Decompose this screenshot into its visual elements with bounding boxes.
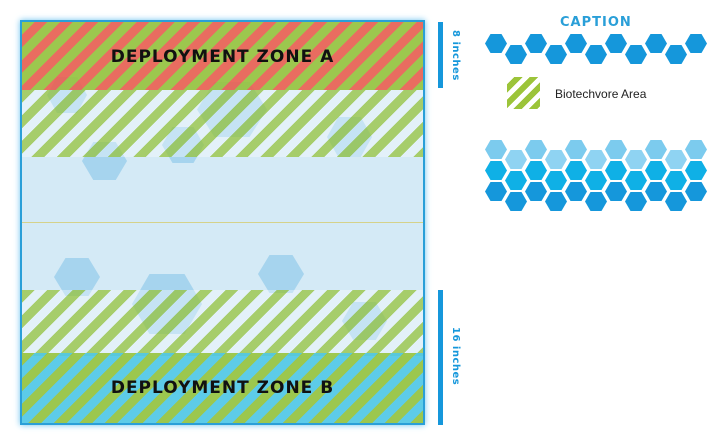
hex-tile bbox=[685, 34, 707, 53]
hex-tile bbox=[685, 182, 707, 201]
hex-tile bbox=[485, 34, 507, 53]
hex-tile bbox=[545, 192, 567, 211]
hex-tile bbox=[525, 140, 547, 159]
hex-tile bbox=[645, 140, 667, 159]
hex-tile bbox=[565, 182, 587, 201]
hex-tile bbox=[665, 192, 687, 211]
measure-label-bottom: 16 inches bbox=[450, 327, 461, 386]
zone-b-label: DEPLOYMENT ZONE B bbox=[110, 378, 335, 398]
hex-tile bbox=[685, 161, 707, 180]
deployment-zone-b: DEPLOYMENT ZONE B bbox=[22, 353, 423, 423]
hex-tile bbox=[645, 161, 667, 180]
hex-tile bbox=[625, 192, 647, 211]
measure-bar-bottom bbox=[438, 290, 443, 425]
biotechvore-area-top bbox=[22, 90, 423, 157]
measure-bar-top bbox=[438, 22, 443, 88]
hex-tile bbox=[505, 150, 527, 169]
terrain-hex bbox=[258, 255, 304, 293]
hex-tile bbox=[565, 140, 587, 159]
caption-title: CAPTION bbox=[560, 15, 632, 30]
hex-tile bbox=[665, 171, 687, 190]
hex-tile bbox=[665, 150, 687, 169]
measure-label-top: 8 inches bbox=[450, 30, 461, 81]
hex-tile bbox=[585, 192, 607, 211]
hex-tile bbox=[665, 45, 687, 64]
hex-tile bbox=[485, 161, 507, 180]
hex-tile bbox=[685, 140, 707, 159]
hex-tile bbox=[625, 171, 647, 190]
hex-tile bbox=[525, 161, 547, 180]
hex-tile bbox=[605, 34, 627, 53]
hex-tile bbox=[545, 45, 567, 64]
hex-tile bbox=[485, 182, 507, 201]
hex-tile bbox=[605, 182, 627, 201]
game-board: DEPLOYMENT ZONE A DEPLOYMENT ZONE B bbox=[20, 20, 425, 425]
hex-tile bbox=[585, 150, 607, 169]
hex-tile bbox=[585, 45, 607, 64]
biotechvore-area-bottom bbox=[22, 290, 423, 356]
hex-tile bbox=[645, 34, 667, 53]
zone-a-label: DEPLOYMENT ZONE A bbox=[110, 47, 335, 67]
hex-tile bbox=[585, 171, 607, 190]
hex-tile bbox=[505, 45, 527, 64]
hex-tile bbox=[565, 161, 587, 180]
hex-tile bbox=[525, 182, 547, 201]
hex-tile bbox=[625, 45, 647, 64]
hex-tile bbox=[645, 182, 667, 201]
biotechvore-legend-label: Biotechvore Area bbox=[555, 87, 647, 101]
hex-tile bbox=[605, 161, 627, 180]
center-line bbox=[22, 222, 423, 223]
hex-tile bbox=[485, 140, 507, 159]
hex-tile bbox=[525, 34, 547, 53]
terrain-hex bbox=[54, 258, 100, 296]
deployment-zone-a: DEPLOYMENT ZONE A bbox=[22, 22, 423, 90]
hex-tile bbox=[545, 171, 567, 190]
hex-tile bbox=[545, 150, 567, 169]
hex-tile bbox=[605, 140, 627, 159]
hex-tile bbox=[625, 150, 647, 169]
hex-tile bbox=[505, 171, 527, 190]
biotechvore-swatch bbox=[507, 77, 540, 109]
hex-tile bbox=[505, 192, 527, 211]
hex-tile bbox=[565, 34, 587, 53]
